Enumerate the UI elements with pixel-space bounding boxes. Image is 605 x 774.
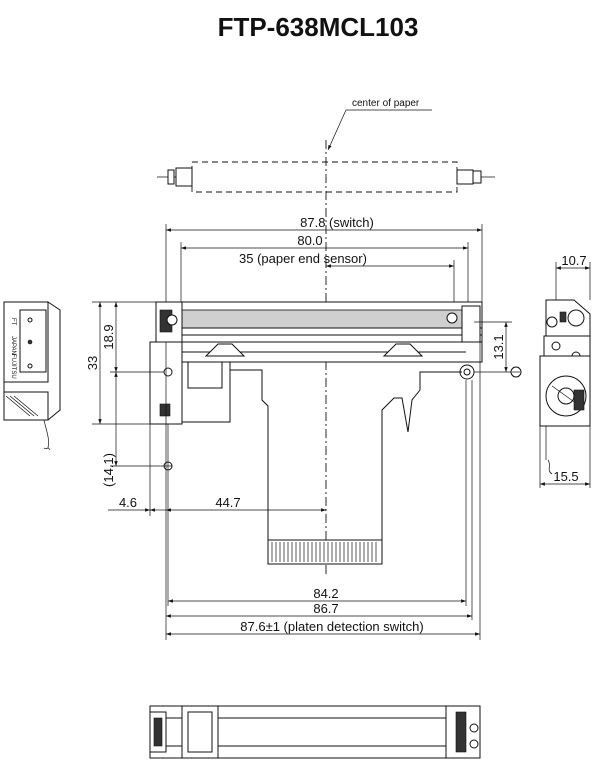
dim-offset-13-1-label: 13.1 <box>491 334 506 359</box>
dim-side-bottom-label: 15.5 <box>553 469 578 484</box>
label-line-ft: FT <box>10 318 16 326</box>
printer-mechanism-front-view <box>149 301 483 565</box>
dim-offset-14-1-label: (14.1) <box>101 453 116 487</box>
flex-cable-contacts <box>271 542 377 562</box>
center-of-paper-callout: center of paper <box>327 98 432 151</box>
drawing-title: FTP-638MCL103 <box>218 12 419 42</box>
dim-width-84-2-label: 84.2 <box>313 586 338 601</box>
platen-roller-top-view <box>157 161 495 193</box>
dim-platen-width-label: 80.0 <box>297 233 322 248</box>
dim-platen-width: 80.0 <box>180 233 469 310</box>
dim-switch-width-label: 87.8 (switch) <box>300 215 374 230</box>
label-line-japan: JAPAN <box>10 336 16 355</box>
dim-center-44-7-label: 44.7 <box>215 495 240 510</box>
dim-offset-13-1: 13.1 <box>474 321 522 378</box>
bottom-view <box>149 705 481 759</box>
left-side-view: FT JAPAN FUJITSU <box>3 301 61 451</box>
center-of-paper-label: center of paper <box>352 98 420 109</box>
dim-paper-end-sensor: 35 (paper end sensor) <box>239 251 455 310</box>
dim-horizontal-lower: 4.6 44.7 <box>108 424 326 516</box>
label-line-fujitsu: FUJITSU <box>10 354 16 379</box>
dim-height-33-label: 33 <box>85 356 100 370</box>
dim-paper-end-sensor-label: 35 (paper end sensor) <box>239 251 367 266</box>
dim-vertical-left: 33 18.9 (14.1) <box>85 301 164 487</box>
dim-left-4-6-label: 4.6 <box>119 495 137 510</box>
dim-platen-detection-label: 87.6±1 (platen detection switch) <box>240 619 423 634</box>
dim-side-top-label: 10.7 <box>561 253 586 268</box>
dim-width-86-7-label: 86.7 <box>313 601 338 616</box>
dim-switch-width: 87.8 (switch) <box>165 215 483 310</box>
dim-bottom-group: 84.2 86.7 87.6±1 (platen detection switc… <box>165 342 481 640</box>
dim-height-18-9-label: 18.9 <box>101 324 116 349</box>
right-side-view: 10.7 15.5 <box>539 253 591 488</box>
